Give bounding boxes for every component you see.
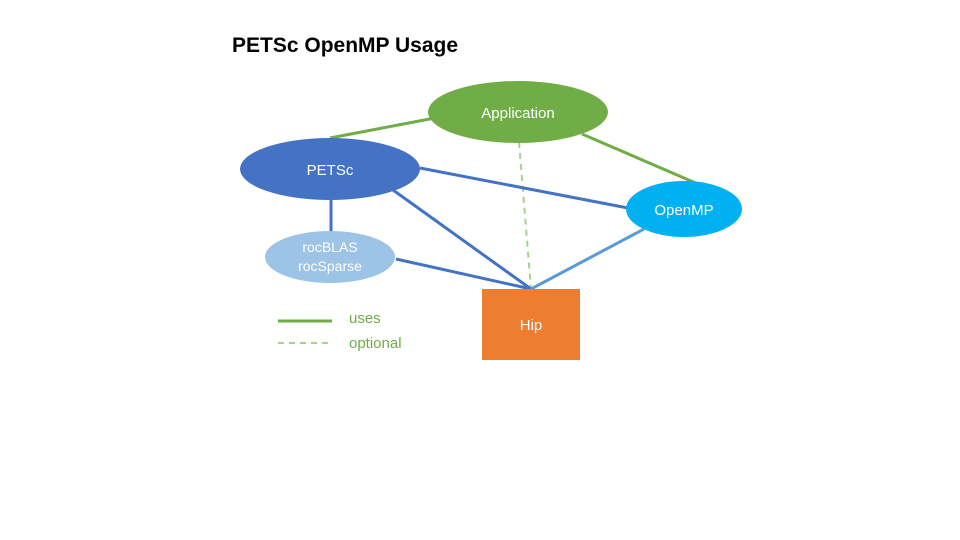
edge-application-petsc bbox=[329, 115, 441, 140]
node-application: Application bbox=[428, 81, 608, 143]
node-rocblas-label-line2: rocSparse bbox=[298, 258, 362, 274]
node-hip-shape bbox=[482, 289, 580, 360]
legend-optional-label: optional bbox=[349, 335, 402, 352]
node-petsc-label: PETSc bbox=[307, 162, 354, 179]
node-petsc: PETSc bbox=[240, 138, 420, 200]
edge-petsc-openmp bbox=[419, 166, 629, 210]
edge-rocblas-hip bbox=[395, 257, 532, 291]
page-title: PETSc OpenMP Usage bbox=[232, 34, 459, 57]
node-openmp-shape bbox=[626, 181, 742, 237]
legend: uses optional bbox=[278, 310, 402, 352]
node-application-shape bbox=[428, 81, 608, 143]
edge-application-hip-optional bbox=[518, 141, 532, 290]
node-hip-label: Hip bbox=[520, 317, 543, 334]
edge-openmp-hip bbox=[530, 227, 645, 291]
node-petsc-shape bbox=[240, 138, 420, 200]
node-hip: Hip bbox=[482, 289, 580, 360]
node-openmp: OpenMP bbox=[626, 181, 742, 237]
node-rocblas-shape bbox=[265, 231, 395, 283]
node-rocblas-label-line1: rocBLAS bbox=[302, 239, 357, 255]
node-openmp-label: OpenMP bbox=[654, 202, 713, 219]
legend-uses-label: uses bbox=[349, 310, 381, 327]
node-rocblas-rocsparse: rocBLAS rocSparse bbox=[265, 231, 395, 283]
edge-application-openmp bbox=[581, 132, 699, 186]
edge-petsc-hip bbox=[392, 188, 532, 291]
node-application-label: Application bbox=[481, 105, 554, 122]
